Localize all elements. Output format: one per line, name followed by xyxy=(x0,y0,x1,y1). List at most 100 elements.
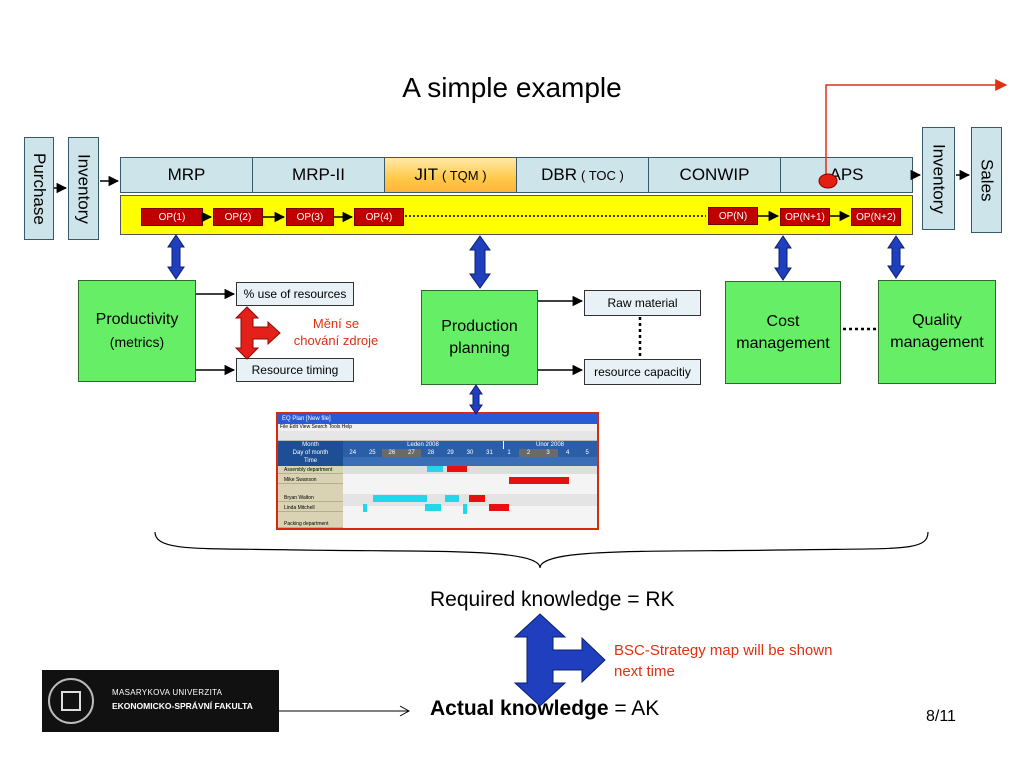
blue-three-way-arrow xyxy=(513,613,606,707)
sales-box: Sales xyxy=(971,127,1002,233)
method-mrp: MRP xyxy=(121,158,253,192)
slide-title: A simple example xyxy=(402,72,622,103)
logo-line2: EKONOMICKO-SPRÁVNÍ FAKULTA xyxy=(112,701,253,711)
operation-n-plus-2: OP(N+2) xyxy=(851,208,901,226)
production-planning-line1: Production xyxy=(441,317,518,335)
inventory-right-label: Inventory xyxy=(929,143,949,214)
gantt-month1: Leden 2008 xyxy=(343,441,504,449)
gantt-bar xyxy=(425,504,441,511)
gantt-bar xyxy=(469,495,485,502)
quality-management-box: Quality management xyxy=(878,280,996,384)
productivity-subtitle: (metrics) xyxy=(109,334,165,350)
method-aps: APS xyxy=(781,158,912,192)
method-conwip: CONWIP xyxy=(649,158,781,192)
gantt-row-label: Mike Swanson xyxy=(278,476,343,484)
gantt-day-cell: 25 xyxy=(368,450,376,456)
double-arrow-productivity xyxy=(167,234,185,280)
raw-material-box: Raw material xyxy=(584,290,701,316)
gantt-day-cell: 30 xyxy=(466,450,474,456)
use-of-resources-box: % use of resources xyxy=(236,282,354,306)
bsc-note-line1: BSC-Strategy map will be shown xyxy=(614,642,833,659)
gantt-day-cell: 3 xyxy=(538,449,558,457)
productivity-title: Productivity xyxy=(95,311,179,328)
gantt-chart-area xyxy=(343,466,597,528)
purchase-label: Purchase xyxy=(30,152,49,225)
method-jit: JIT( TQM ) xyxy=(385,158,517,192)
gantt-time-row xyxy=(343,457,597,466)
double-arrow-gantt xyxy=(469,384,483,415)
aps-red-marker xyxy=(818,173,838,189)
gantt-row-label: Assembly department xyxy=(278,466,343,474)
actual-knowledge-bold: Actual knowledge xyxy=(430,697,609,720)
gantt-bar xyxy=(447,466,467,472)
sales-label: Sales xyxy=(977,158,997,202)
gantt-day-cell: 29 xyxy=(447,450,454,456)
university-logo: MASARYKOVA UNIVERZITA EKONOMICKO-SPRÁVNÍ… xyxy=(42,670,279,732)
cost-management-box: Cost management xyxy=(725,281,841,384)
operation-n-plus-1: OP(N+1) xyxy=(780,208,830,226)
inventory-left-label: Inventory xyxy=(74,153,94,224)
gantt-bar xyxy=(489,504,509,511)
bsc-note-line2: next time xyxy=(614,663,675,680)
gantt-month2: Únor 2008 xyxy=(535,442,565,448)
double-arrow-quality xyxy=(887,235,905,279)
change-note-line1: Mění se xyxy=(312,316,360,331)
gantt-bar xyxy=(509,477,569,484)
gantt-day-label: Day of month xyxy=(292,450,329,456)
operation-3: OP(3) xyxy=(286,208,334,226)
curly-brace xyxy=(154,531,929,569)
gantt-day-cell: 26 xyxy=(382,449,402,457)
logo-line1: MASARYKOVA UNIVERZITA xyxy=(112,688,223,697)
gantt-day-cell: 4 xyxy=(565,450,570,456)
double-arrow-production xyxy=(469,235,491,289)
university-seal-icon xyxy=(48,678,94,724)
gantt-screenshot: EQ Plan [New file] File Edit View Search… xyxy=(276,412,599,530)
gantt-row-label: Packing department xyxy=(278,520,343,528)
operation-2: OP(2) xyxy=(213,208,263,226)
production-planning-line2: planning xyxy=(449,339,510,357)
gantt-header-labels: Month Day of month Time xyxy=(278,441,343,466)
methods-bar: MRP MRP-II JIT( TQM ) DBR( TOC ) CONWIP … xyxy=(120,157,913,193)
change-note-line2: chování zdroje xyxy=(293,333,379,348)
cost-management-line1: Cost xyxy=(766,312,800,330)
required-knowledge: Required knowledge = RK xyxy=(430,588,675,611)
gantt-day-cell: 5 xyxy=(585,450,589,456)
operation-4: OP(4) xyxy=(354,208,404,226)
red-three-way-arrow xyxy=(234,306,281,360)
resource-timing-box: Resource timing xyxy=(236,358,354,382)
resource-capacity-box: resource capacitiy xyxy=(584,359,701,385)
quality-management-line2: management xyxy=(890,334,984,351)
inventory-left-box: Inventory xyxy=(68,137,99,240)
gantt-toolbar xyxy=(278,431,597,441)
gantt-menu: File Edit View Search Tools Help xyxy=(280,424,353,430)
cost-management-line2: management xyxy=(736,334,830,352)
gantt-row-label: Linda Mitchell xyxy=(278,504,343,512)
gantt-month-label: Month xyxy=(302,442,319,448)
page-number: 8/11 xyxy=(926,708,956,725)
gantt-day-cell: 27 xyxy=(401,449,422,457)
gantt-row-label: Bryan Walton xyxy=(278,494,343,502)
gantt-bar xyxy=(373,495,427,502)
method-dbr: DBR( TOC ) xyxy=(517,158,649,192)
double-arrow-cost xyxy=(774,235,792,281)
operation-n: OP(N) xyxy=(708,207,758,225)
quality-management-line1: Quality xyxy=(912,312,962,329)
gantt-title-bar: EQ Plan [New file] xyxy=(278,414,597,424)
purchase-box: Purchase xyxy=(24,137,54,240)
gantt-bar xyxy=(363,504,367,512)
production-planning-box: Production planning xyxy=(421,290,538,385)
gantt-time-label: Time xyxy=(303,458,318,464)
actual-knowledge: Actual knowledge = AK xyxy=(430,697,659,721)
gantt-bar xyxy=(427,466,443,472)
gantt-bar xyxy=(463,504,467,514)
gantt-bar xyxy=(445,495,459,502)
operation-1: OP(1) xyxy=(141,208,203,226)
gantt-day-cell: 31 xyxy=(486,450,493,456)
gantt-day-cell: 1 xyxy=(507,450,511,456)
method-mrp-ii: MRP-II xyxy=(253,158,385,192)
change-note: Mění se chování zdroje xyxy=(286,315,386,349)
gantt-day-cell: 24 xyxy=(349,450,357,456)
